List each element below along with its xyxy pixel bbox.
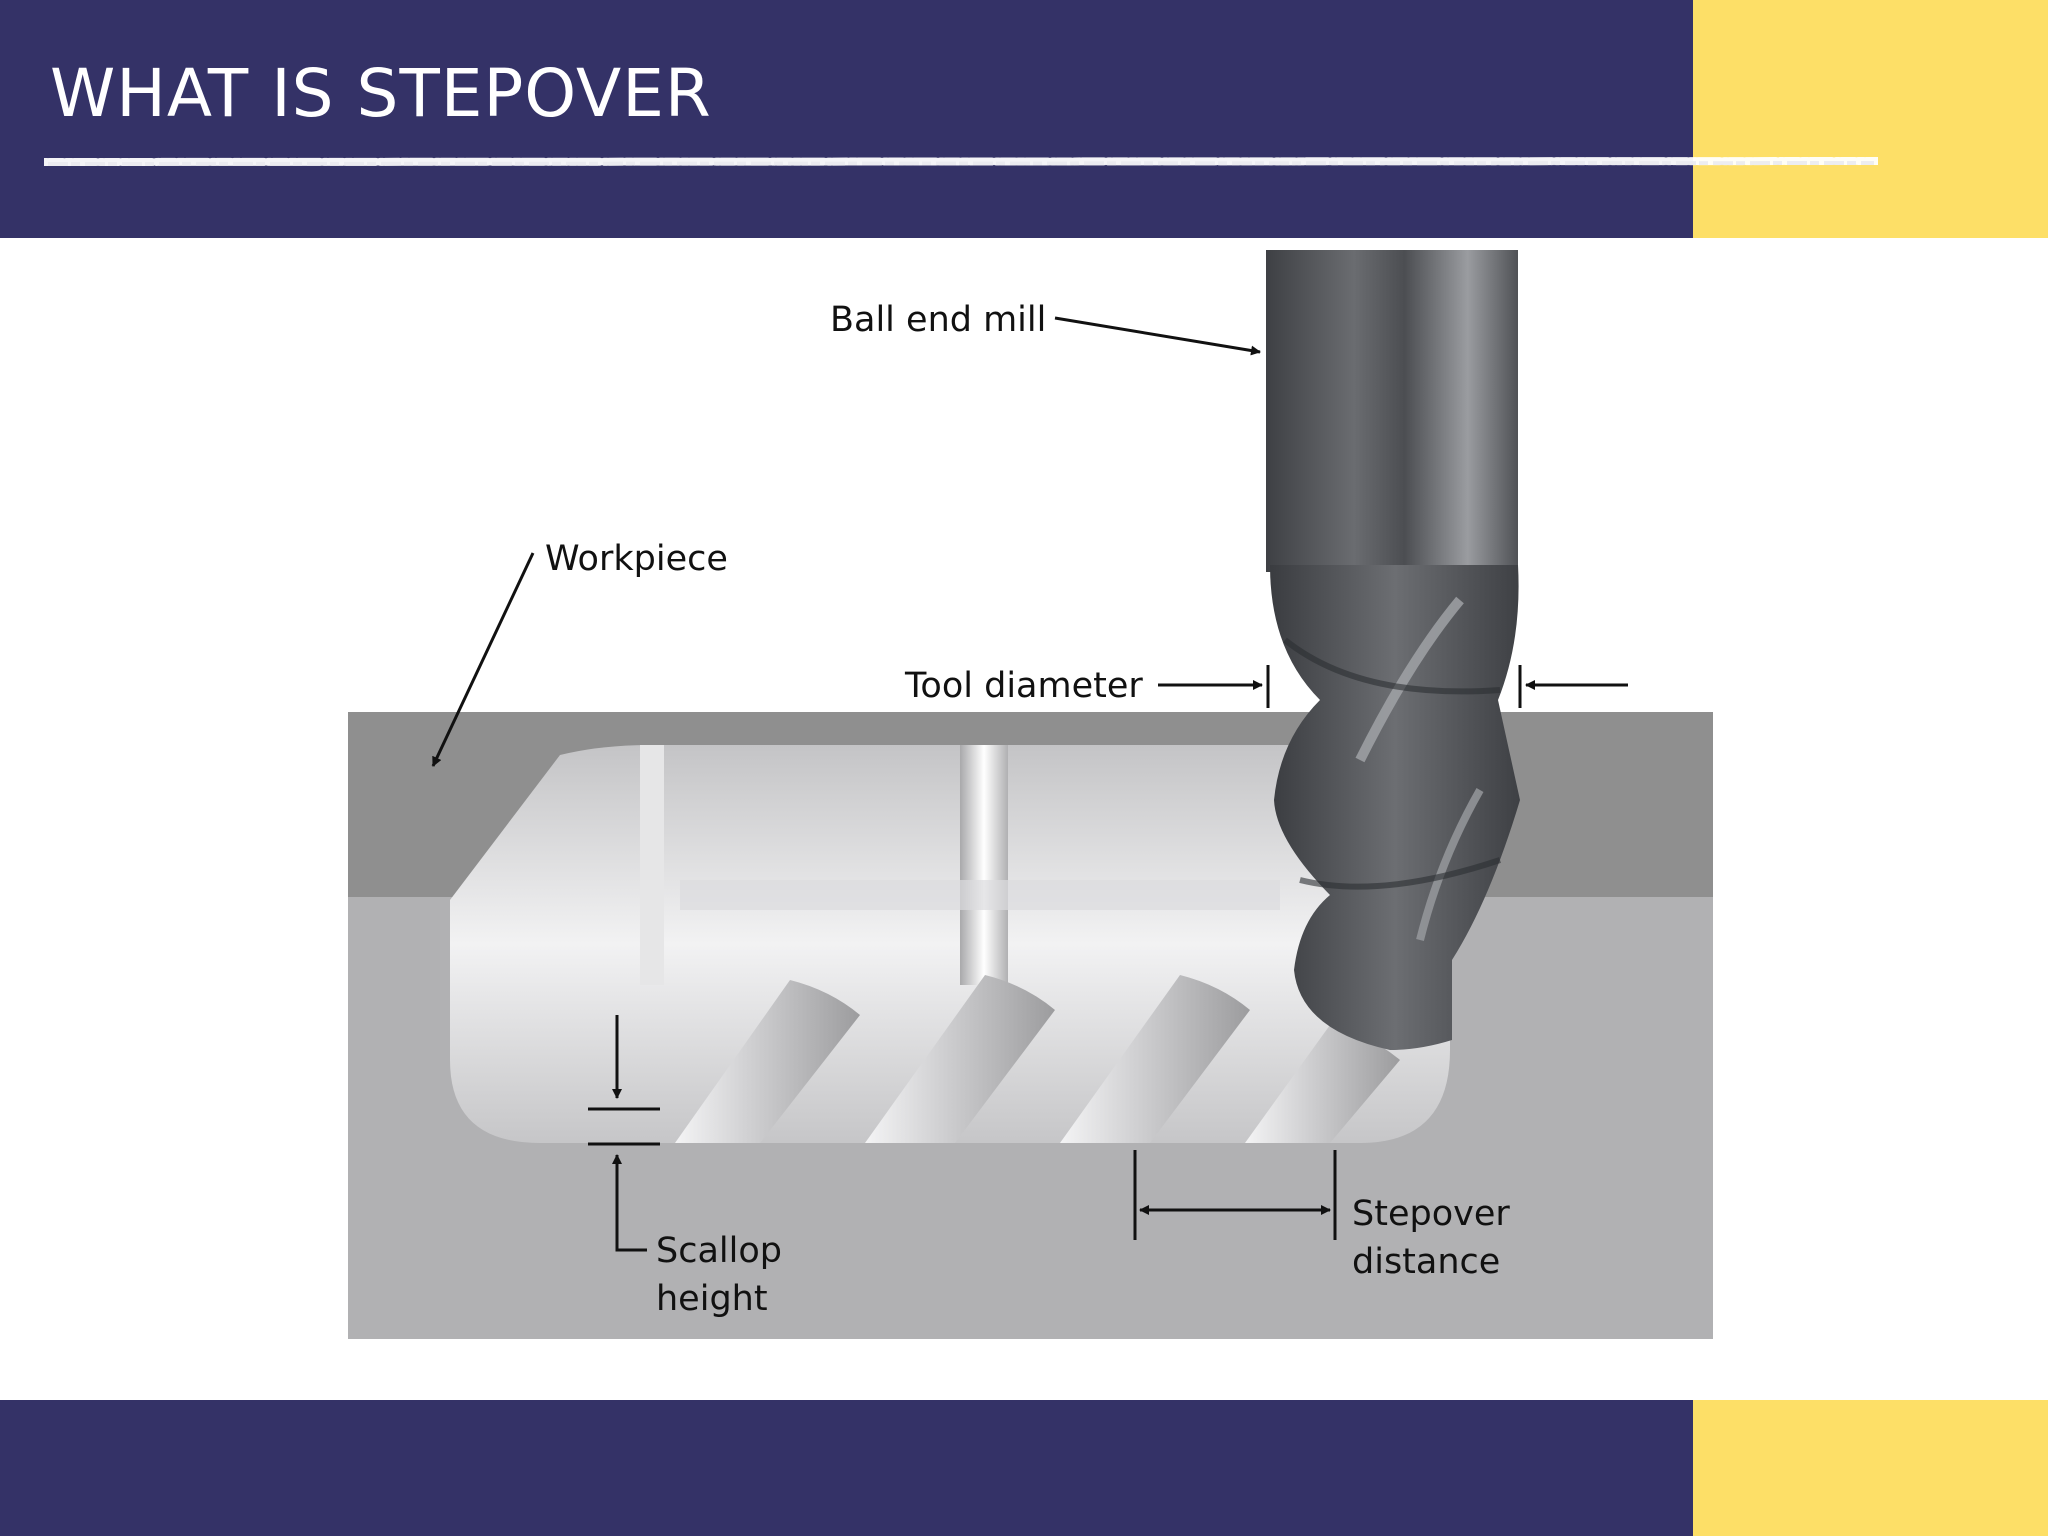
ball-end-mill <box>1266 250 1520 1050</box>
label-scallop-height: height <box>656 1279 768 1319</box>
pass-divider <box>640 745 664 985</box>
pocket-floor-highlight <box>680 880 1280 910</box>
scallop-groove <box>1060 975 1250 1143</box>
label-stepover-distance: distance <box>1352 1242 1500 1282</box>
scallop-groove <box>1245 1025 1400 1143</box>
label-tool-diameter: Tool diameter <box>904 666 1143 706</box>
footer-bar <box>0 1400 1693 1536</box>
arrow-scallop-up <box>612 1154 647 1252</box>
label-stepover: Stepover <box>1352 1194 1510 1234</box>
tool-flutes <box>1270 565 1520 1050</box>
title-underline <box>44 157 1878 166</box>
pass-divider <box>960 745 1008 985</box>
flute-highlight <box>1355 596 1464 763</box>
scallop-groove <box>675 980 860 1143</box>
footer-accent-block <box>1693 1400 2048 1536</box>
scallop-groove <box>865 975 1055 1143</box>
flute-highlight <box>1416 788 1484 941</box>
label-scallop: Scallop <box>656 1231 782 1271</box>
label-ball-end-mill: Ball end mill <box>830 300 1046 340</box>
slide-title: WHAT IS STEPOVER <box>50 55 712 132</box>
header-bar <box>0 0 1693 238</box>
flute-shadow <box>1299 857 1501 890</box>
arrow-ball-end-mill <box>1054 316 1261 356</box>
header-accent-block <box>1693 0 2048 238</box>
arrow-workpiece <box>431 552 535 767</box>
stepover-diagram: Ball end mill Workpiece Tool diameter Sc… <box>348 250 1713 1339</box>
label-workpiece: Workpiece <box>545 539 728 579</box>
flute-shadow <box>1283 637 1501 695</box>
tool-shank <box>1266 250 1518 572</box>
